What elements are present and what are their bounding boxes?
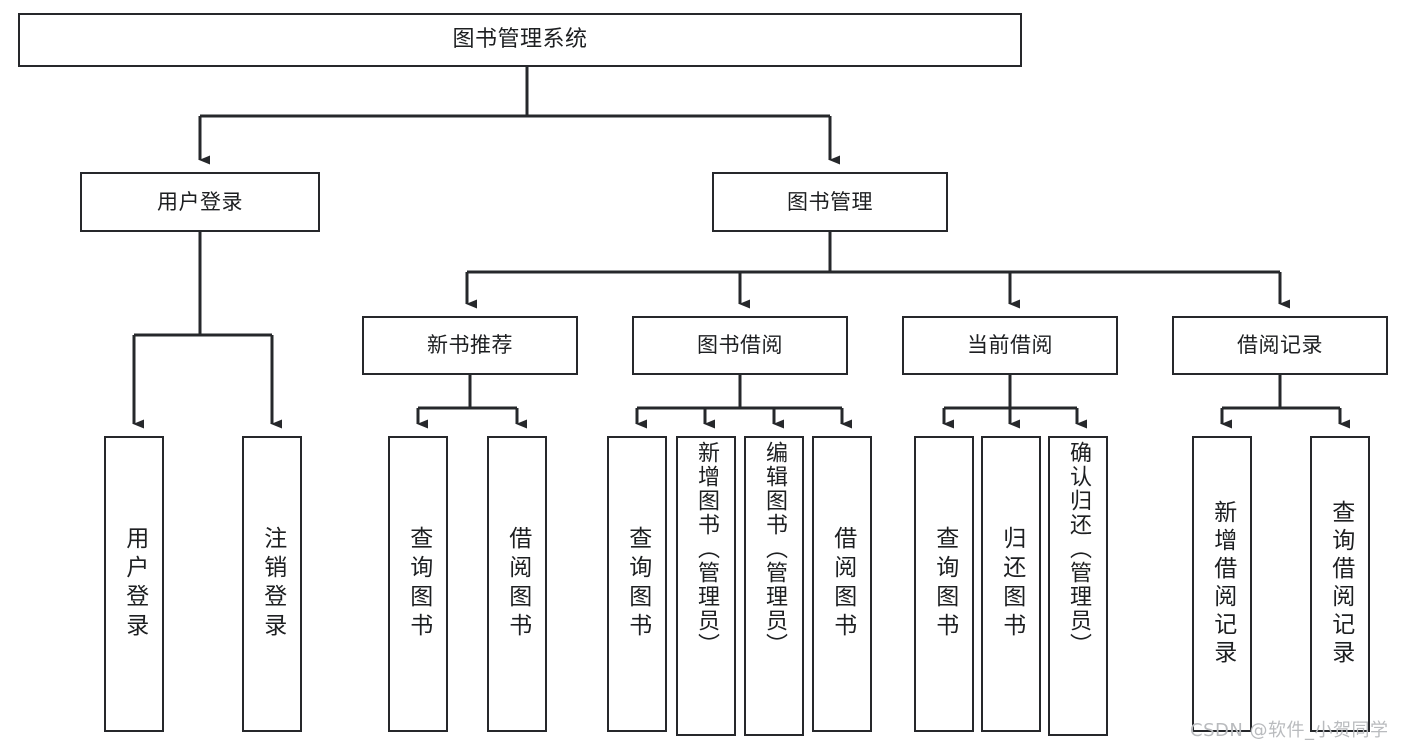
node-label: 确认归还（管理员）	[1066, 441, 1091, 657]
node-label: 查询图书	[624, 526, 651, 642]
leaf-edit-book-admin[interactable]: 编辑图书（管理员）	[744, 436, 804, 736]
leaf-query-book-b[interactable]: 查询图书	[607, 436, 667, 732]
node-book-management[interactable]: 图书管理	[712, 172, 948, 232]
leaf-add-book-admin[interactable]: 新增图书（管理员）	[676, 436, 736, 736]
node-label: 注销登录	[259, 526, 286, 642]
node-label: 借阅图书	[504, 526, 531, 642]
node-label: 用户登录	[121, 526, 148, 642]
leaf-borrow-book-a[interactable]: 借阅图书	[487, 436, 547, 732]
leaf-query-book-c[interactable]: 查询图书	[914, 436, 974, 732]
node-label: 编辑图书（管理员）	[762, 441, 787, 657]
node-label: 归还图书	[998, 526, 1025, 642]
leaf-user-login[interactable]: 用户登录	[104, 436, 164, 732]
node-label: 用户登录	[157, 189, 243, 214]
node-label: 新增图书（管理员）	[694, 441, 719, 657]
leaf-logout[interactable]: 注销登录	[242, 436, 302, 732]
node-root-book-management-system[interactable]: 图书管理系统	[18, 13, 1022, 67]
node-current-borrowing[interactable]: 当前借阅	[902, 316, 1118, 375]
node-borrowing-record[interactable]: 借阅记录	[1172, 316, 1388, 375]
leaf-return-book[interactable]: 归还图书	[981, 436, 1041, 732]
node-label: 新书推荐	[427, 333, 513, 358]
node-label: 图书管理系统	[452, 27, 588, 53]
node-label: 新增借阅记录	[1209, 500, 1236, 668]
node-label: 借阅图书	[829, 526, 856, 642]
node-label: 查询借阅记录	[1327, 500, 1354, 668]
leaf-query-borrow-record[interactable]: 查询借阅记录	[1310, 436, 1370, 732]
leaf-add-borrow-record[interactable]: 新增借阅记录	[1192, 436, 1252, 732]
leaf-confirm-return-admin[interactable]: 确认归还（管理员）	[1048, 436, 1108, 736]
node-label: 借阅记录	[1237, 333, 1323, 358]
node-label: 查询图书	[931, 526, 958, 642]
csdn-watermark: CSDN @软件_小贺同学	[1190, 720, 1389, 741]
node-label: 当前借阅	[967, 333, 1053, 358]
node-user-login[interactable]: 用户登录	[80, 172, 320, 232]
node-new-book-recommendation[interactable]: 新书推荐	[362, 316, 578, 375]
node-label: 图书管理	[787, 189, 873, 214]
node-book-borrowing[interactable]: 图书借阅	[632, 316, 848, 375]
node-label: 图书借阅	[697, 333, 783, 358]
leaf-query-book-a[interactable]: 查询图书	[388, 436, 448, 732]
leaf-borrow-book-b[interactable]: 借阅图书	[812, 436, 872, 732]
node-label: 查询图书	[405, 526, 432, 642]
